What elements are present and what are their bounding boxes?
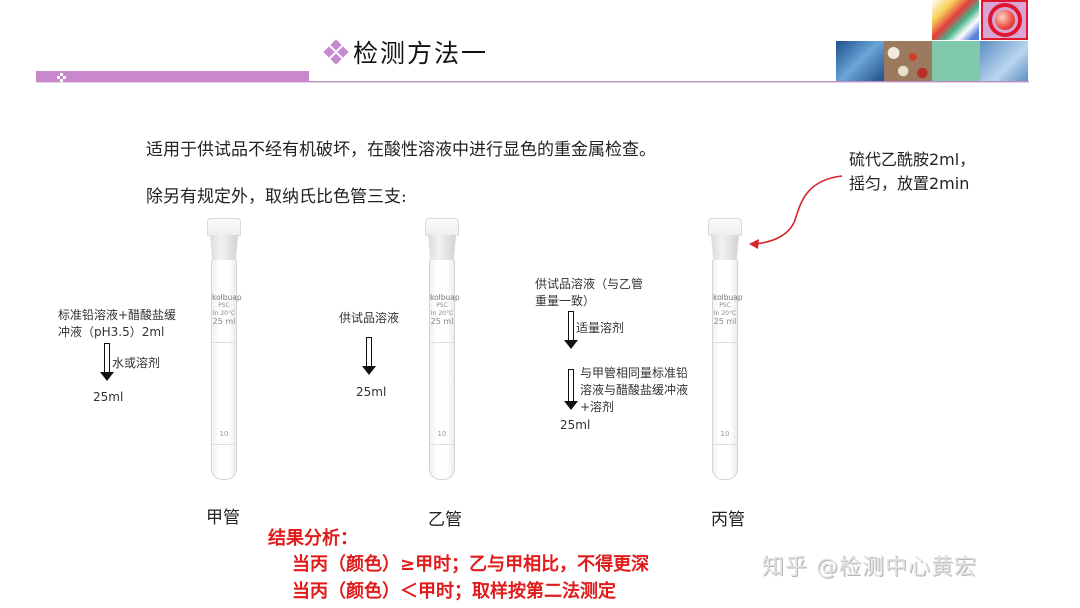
tube-body: kolbuap PSC In 20°C 25 ml 10 [429,260,460,480]
header-divider [309,81,1029,82]
intro-line-2: 除另有规定外，取纳氏比色管三支: [146,187,407,207]
watermark: 知乎 @检测中心黄宏 [762,555,977,580]
tube-brand-logo: kolbuap [430,293,460,302]
tube-b-volume: 25ml [356,385,387,399]
tube-body: kolbuap PSC In 20°C 25 ml 10 [211,260,242,480]
tube-cap [708,218,742,236]
tube-a-step-1: 标准铅溶液+醋酸盐缓 冲液（pH3.5）2ml [58,307,176,341]
tube-a-step-1-line-1: 标准铅溶液+醋酸盐缓 [58,308,177,322]
tube-brand-temp: In 20°C [713,310,737,317]
pills-icon [932,0,979,40]
tube-brand-temp: In 20°C [212,310,236,317]
tube-c-label: 丙管 [711,510,745,530]
tube-brand-temp: In 20°C [430,310,454,317]
tube-stopper [711,235,739,261]
tube-graduation: 10 [720,430,730,438]
tube-brand-mark: PSC [218,302,230,309]
tube-brand: kolbuap PSC In 20°C 25 ml [713,293,743,327]
tube-graduation: 10 [437,430,447,438]
reagent-note: 硫代乙酰胺2ml， 摇匀，放置2min [849,148,975,196]
tube-b-step-1: 供试品溶液 [339,311,400,325]
tube-stopper [428,235,456,261]
molecule-image [980,41,1028,81]
nessler-tube-a: kolbuap PSC In 20°C 25 ml 10 [204,218,244,480]
cross-bullet-icon [57,73,66,82]
tube-a-volume: 25ml [93,390,124,404]
tube-c-arrow-label-2-line-3: +溶剂 [580,400,615,414]
slide-title-text: 检测方法一 [353,39,489,68]
tube-brand-capacity: 25 ml [430,317,454,326]
tube-body: kolbuap PSC In 20°C 25 ml 10 [712,260,743,480]
tube-c-arrow-label-2: 与甲管相同量标准铅 溶液与醋酸盐缓冲液 +溶剂 [580,365,688,416]
tube-c-step-1-line-2: 重量一致） [535,294,596,308]
red-sphere-logo-icon [981,0,1028,40]
reagent-note-line-1: 硫代乙酰胺2ml， [849,150,976,169]
header-divider-shadow [36,82,1029,83]
four-diamond-bullet-icon [323,39,349,65]
result-title: 结果分析： [268,528,358,549]
nessler-tube-c: kolbuap PSC In 20°C 25 ml 10 [705,218,745,480]
tube-brand-logo: kolbuap [212,293,242,302]
intro-line-1: 适用于供试品不经有机破坏，在酸性溶液中进行显色的重金属检查。 [146,140,656,160]
tube-a-step-1-line-2: 冲液（pH3.5）2ml [58,325,165,339]
tube-cap [425,218,459,236]
tube-brand-capacity: 25 ml [713,317,737,326]
lab-dna-image [836,41,884,81]
tube-b-label: 乙管 [428,510,462,530]
tube-c-step-1-line-1: 供试品溶液（与乙管 [535,277,644,291]
reagent-note-line-2: 摇匀，放置2min [849,174,970,193]
slide-title: 检测方法一 [323,34,489,70]
tube-c-arrow-label-2-line-1: 与甲管相同量标准铅 [580,366,689,380]
tube-c-arrow-label-2-line-2: 溶液与醋酸盐缓冲液 [580,383,689,397]
tube-a-label: 甲管 [206,508,240,528]
nessler-tube-b: kolbuap PSC In 20°C 25 ml 10 [422,218,462,480]
tube-c-step-1: 供试品溶液（与乙管 重量一致） [535,276,643,310]
curved-arrow-icon [749,175,843,249]
tube-c-volume: 25ml [560,418,591,432]
header-accent-bar [36,71,309,82]
tube-cap [207,218,241,236]
tube-brand-capacity: 25 ml [212,317,236,326]
tube-c-arrow-label-1: 适量溶剂 [576,321,625,335]
result-line-2: 当丙（颜色）＜甲时；取样按第二法测定 [292,581,616,602]
tube-brand: kolbuap PSC In 20°C 25 ml [430,293,460,327]
tube-graduation: 10 [219,430,229,438]
tube-a-arrow-label: 水或溶剂 [112,356,161,370]
tube-brand: kolbuap PSC In 20°C 25 ml [212,293,242,327]
tube-brand-logo: kolbuap [713,293,743,302]
tube-brand-mark: PSC [436,302,448,309]
result-line-1: 当丙（颜色）≥甲时；乙与甲相比，不得更深 [292,554,650,575]
tube-brand-mark: PSC [719,302,731,309]
tube-stopper [210,235,238,261]
pills-image [884,41,932,81]
green-tile [932,41,980,81]
